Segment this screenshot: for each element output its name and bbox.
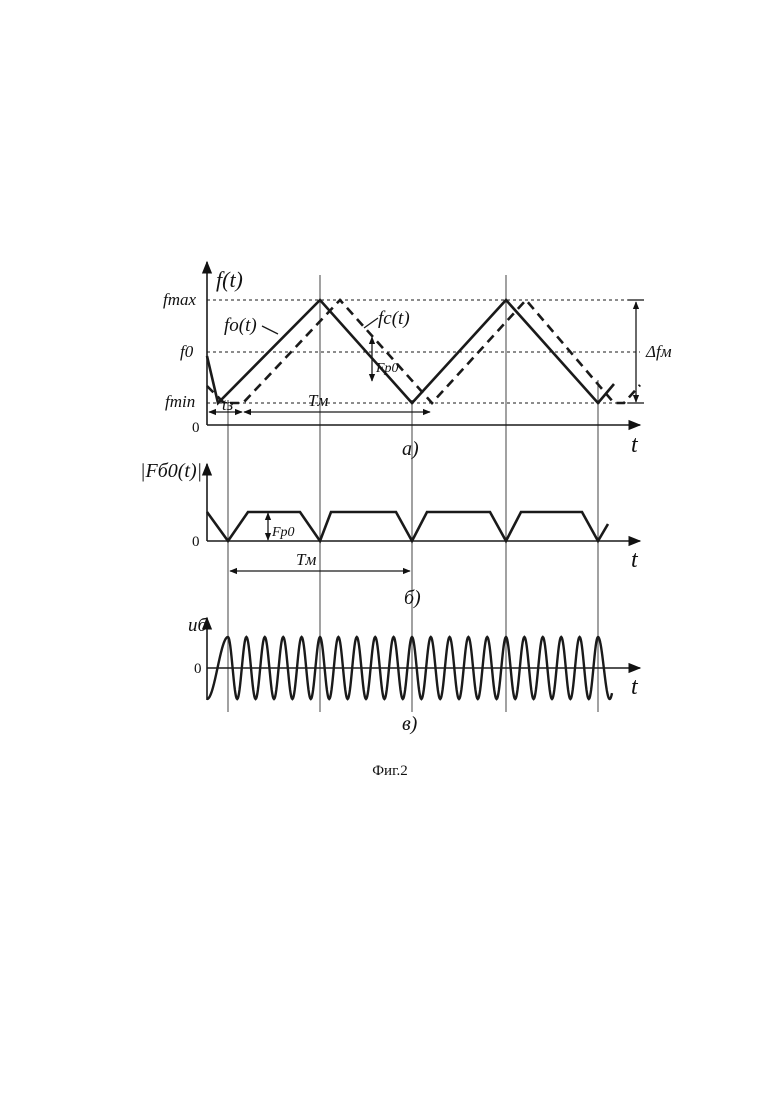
panel-c-tag: в): [402, 713, 418, 735]
panel-b-x-label: t: [631, 547, 639, 573]
f0-label: f0: [180, 342, 194, 361]
period-label-b: Tм: [296, 550, 316, 569]
panel-a-y-label: f(t): [216, 267, 243, 292]
fp0-label-b: Fp0: [271, 525, 295, 540]
fc-leader: [364, 318, 378, 328]
fp0-label-a: Fp0: [375, 361, 399, 376]
panel-a-zero: 0: [192, 420, 200, 436]
fo-leader: [262, 326, 278, 334]
fc-label: fc(t): [378, 308, 410, 329]
panel-a-x-label: t: [631, 432, 639, 458]
panel-b: |Fб0(t)| t 0 Fp0 Tм б): [140, 460, 640, 609]
panel-b-zero: 0: [192, 534, 200, 550]
fo-label: fo(t): [224, 315, 257, 336]
fo-curve: [207, 300, 614, 403]
panel-c-zero: 0: [194, 661, 202, 677]
beat-magnitude-curve: [207, 512, 608, 541]
period-label-a: Tм: [308, 391, 328, 410]
panel-b-y-label: |Fб0(t)|: [140, 460, 202, 482]
panel-b-tag: б): [404, 587, 421, 609]
figure-caption: Фиг.2: [0, 763, 780, 780]
panel-a: f(t) t fmax f0 fmin 0 fo(t) fc(t) Fp0 tз…: [163, 262, 672, 460]
deviation-label: Δfм: [645, 342, 672, 361]
panel-c: uб t 0 в): [188, 615, 640, 735]
panel-a-tag: а): [402, 438, 419, 460]
fmax-label: fmax: [163, 290, 197, 309]
fmin-label: fmin: [165, 392, 195, 411]
panel-c-y-label: uб: [188, 615, 209, 636]
delay-label: tз: [222, 395, 234, 414]
panel-c-x-label: t: [631, 674, 639, 700]
